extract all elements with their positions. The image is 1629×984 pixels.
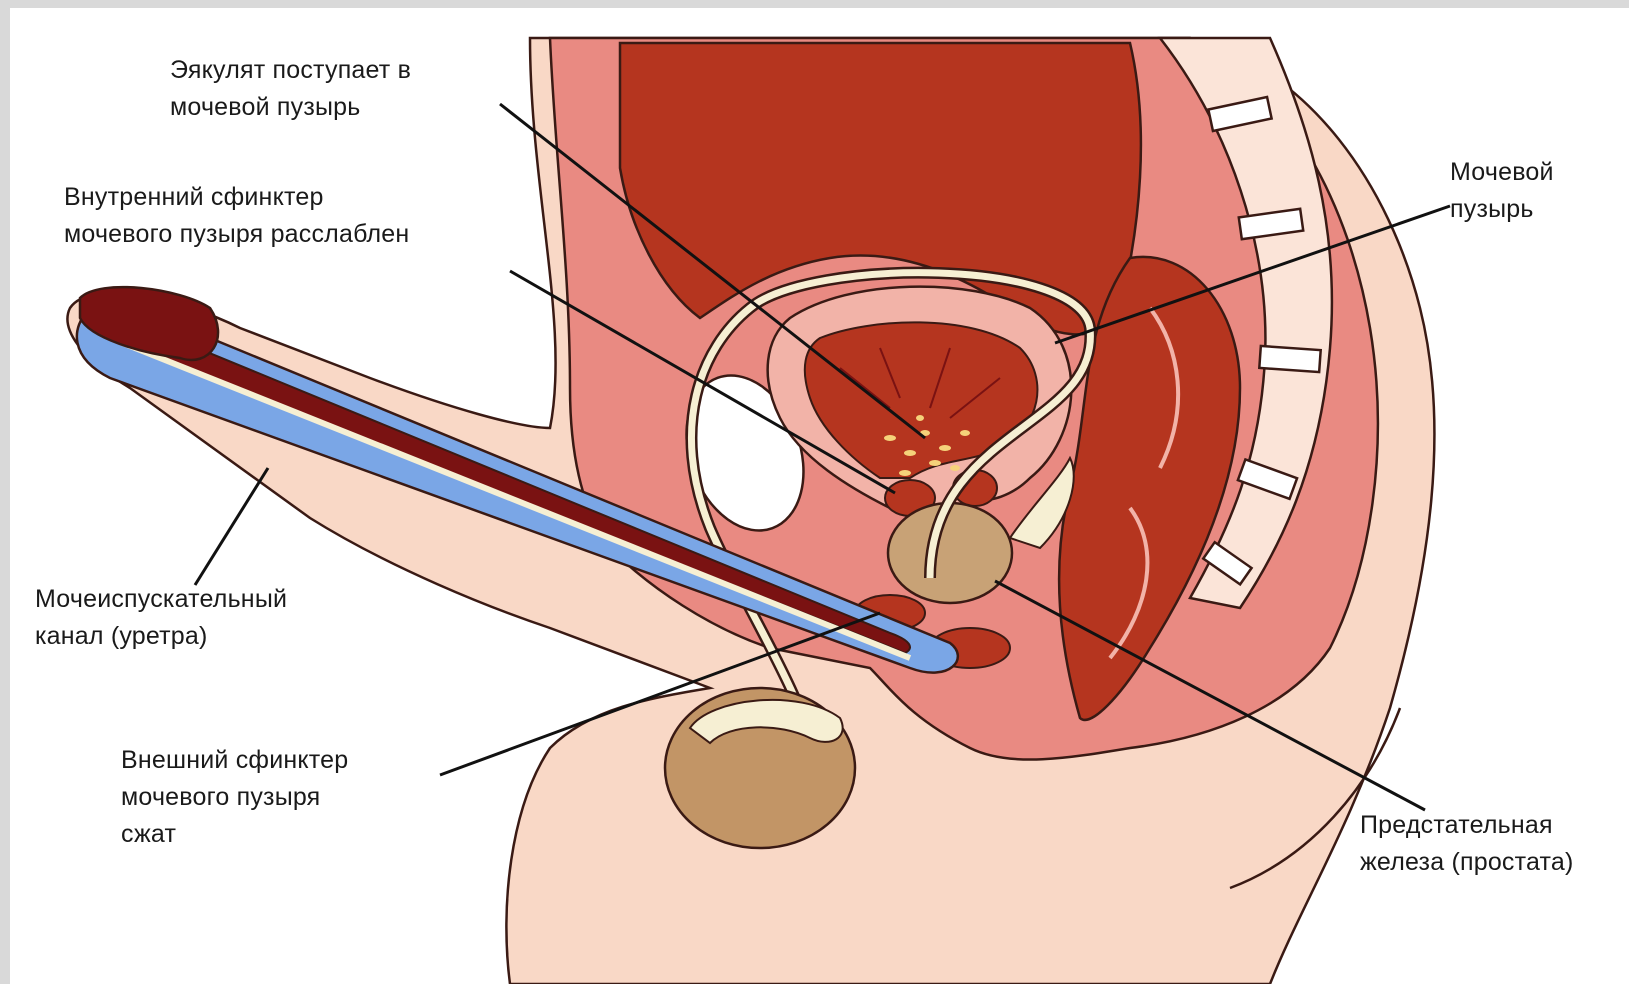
prostate	[888, 503, 1012, 603]
leader-urethra	[195, 468, 268, 585]
label-inner-sphincter: Внутренний сфинктер мочевого пузыря расс…	[64, 179, 409, 253]
label-ejaculate: Эякулят поступает в мочевой пузырь	[170, 52, 411, 126]
label-bladder: Мочевой пузырь	[1450, 154, 1554, 228]
label-urethra: Мочеиспускательный канал (уретра)	[35, 581, 287, 655]
diagram-frame: Эякулят поступает в мочевой пузырь Внутр…	[10, 8, 1629, 984]
label-prostate: Предстательная железа (простата)	[1360, 807, 1574, 881]
label-outer-sphincter: Внешний сфинктер мочевого пузыря сжат	[121, 742, 348, 853]
